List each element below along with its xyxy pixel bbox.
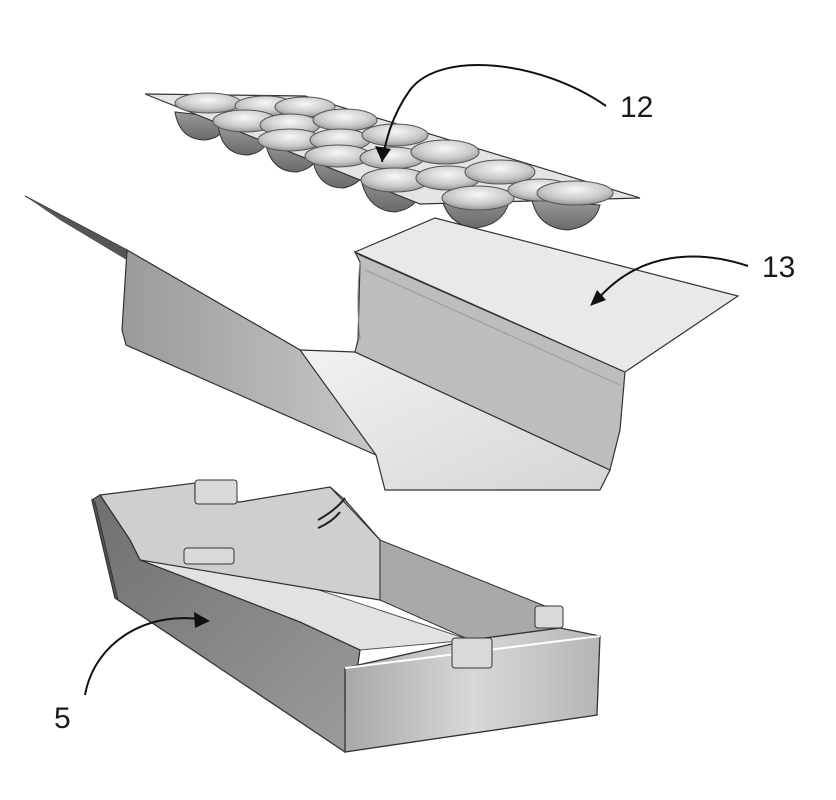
- reference-numeral-12: 12: [620, 91, 654, 124]
- arrowheads: [194, 146, 606, 628]
- tray-cups: [174, 92, 614, 211]
- reference-numeral-13: 13: [762, 251, 796, 284]
- liner-right-flap: [353, 217, 740, 373]
- arrowhead-13: [590, 290, 606, 306]
- arrowhead-5: [194, 612, 210, 628]
- leader-arrow-12: [381, 64, 607, 163]
- egg-tray: [144, 92, 641, 231]
- leader-arrow-13: [596, 255, 749, 301]
- carton-box: [91, 479, 601, 754]
- box-front-wall: [91, 494, 361, 754]
- leader-arrow-5: [84, 617, 206, 696]
- liner-sheet: [24, 195, 740, 491]
- arrowhead-12: [375, 146, 391, 162]
- box-tabs: [183, 479, 564, 669]
- reference-numeral-5: 5: [54, 702, 71, 735]
- leader-arrows: [84, 64, 749, 696]
